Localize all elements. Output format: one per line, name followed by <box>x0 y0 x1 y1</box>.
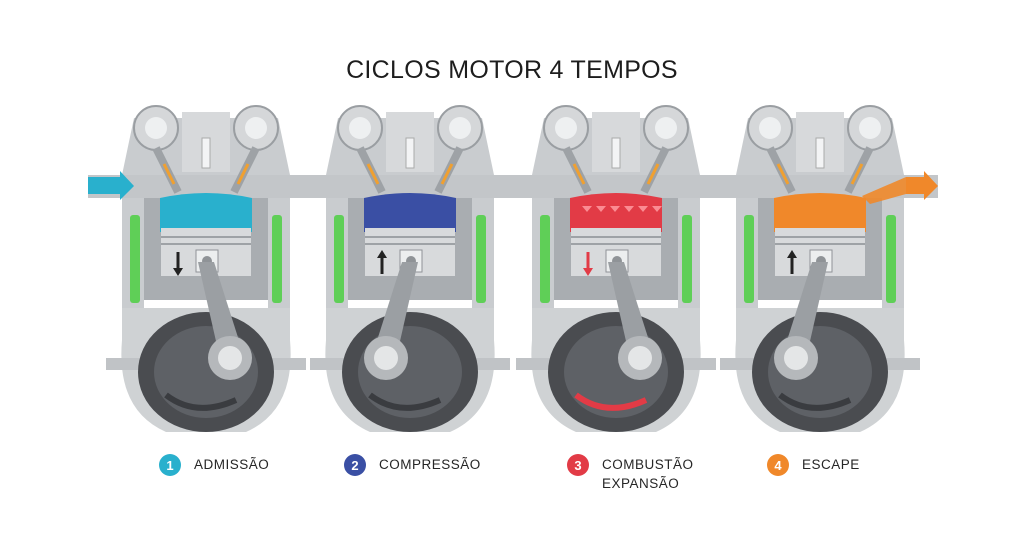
crankpin-bearing <box>628 346 652 370</box>
connecting-rod <box>784 262 828 350</box>
exhaust-flow-arrow <box>906 171 938 200</box>
combustion-pressure-mark <box>582 206 592 212</box>
combustion-pressure-mark <box>638 206 648 212</box>
crank-rotation-arrow <box>368 392 442 411</box>
head-flange <box>498 175 734 198</box>
cooling-jacket-left <box>744 215 754 303</box>
valve-spring <box>572 163 586 185</box>
crank-rotation-arrow <box>164 392 238 411</box>
legend-label: ADMISSÃO <box>194 457 270 472</box>
engine-cylinder-2 <box>292 105 528 432</box>
legend-item-combustion: 3 COMBUSTÃO EXPANSÃO <box>567 454 694 493</box>
valve-spring <box>162 163 176 185</box>
spark-plug <box>611 137 621 169</box>
legend-label: COMBUSTÃO <box>602 457 694 472</box>
combustion-pressure-mark <box>610 206 620 212</box>
spark-plug <box>201 137 211 169</box>
chamber-gas <box>570 193 662 232</box>
spark-plug <box>815 137 825 169</box>
camshaft-hub <box>145 117 167 139</box>
step-number-badge: 3 <box>567 454 589 476</box>
legend-label: ESCAPE <box>802 457 860 472</box>
diagram-title: CICLOS MOTOR 4 TEMPOS <box>346 56 678 84</box>
camshaft-hub <box>555 117 577 139</box>
cooling-jacket-right <box>476 215 486 303</box>
valve-spring <box>776 163 790 185</box>
chamber-gas <box>774 193 866 232</box>
arrow-head <box>173 268 183 276</box>
arrow-head <box>377 250 387 258</box>
valve-spring <box>366 163 380 185</box>
camshaft-hub <box>859 117 881 139</box>
cooling-jacket-left <box>130 215 140 303</box>
legend-label: COMPRESSÃO <box>379 457 481 472</box>
legend-item-compression: 2 COMPRESSÃO <box>344 454 481 476</box>
engine-cylinder-4 <box>702 105 938 432</box>
step-number-badge: 1 <box>159 454 181 476</box>
intake-flow-arrow <box>88 171 134 200</box>
legend-label-secondary: EXPANSÃO <box>602 476 680 491</box>
step-number-badge: 4 <box>767 454 789 476</box>
head-flange <box>88 175 324 198</box>
crankpin-bearing <box>784 346 808 370</box>
legend-item-intake: 1 ADMISSÃO <box>159 454 269 476</box>
engine-cylinder-3 <box>498 105 734 432</box>
connecting-rod <box>608 262 652 350</box>
camshaft-hub <box>245 117 267 139</box>
arrow-head <box>787 250 797 258</box>
crank-rotation-arrow <box>574 392 648 411</box>
chamber-gas <box>364 193 456 232</box>
crank-rotation-arrow <box>778 392 852 411</box>
head-flange <box>292 175 528 198</box>
connecting-rod <box>198 262 242 350</box>
chamber-gas <box>160 193 252 232</box>
cooling-jacket-left <box>540 215 550 303</box>
combustion-pressure-mark <box>596 206 606 212</box>
crankpin-bearing <box>374 346 398 370</box>
exhaust-gas-flow <box>862 177 906 204</box>
arrow-head <box>583 268 593 276</box>
crankpin-bearing <box>218 346 242 370</box>
connecting-rod <box>374 262 418 350</box>
valve-spring <box>440 163 454 185</box>
cooling-jacket-right <box>886 215 896 303</box>
valve-spring <box>850 163 864 185</box>
camshaft-hub <box>655 117 677 139</box>
combustion-pressure-mark <box>624 206 634 212</box>
engine-cylinder-1 <box>88 105 324 432</box>
cooling-jacket-right <box>272 215 282 303</box>
valve-spring <box>646 163 660 185</box>
camshaft-hub <box>449 117 471 139</box>
cooling-jacket-right <box>682 215 692 303</box>
spark-plug <box>405 137 415 169</box>
valve-spring <box>236 163 250 185</box>
legend-item-exhaust: 4 ESCAPE <box>767 454 860 476</box>
camshaft-hub <box>349 117 371 139</box>
combustion-pressure-mark <box>652 206 662 212</box>
cooling-jacket-left <box>334 215 344 303</box>
step-number-badge: 2 <box>344 454 366 476</box>
camshaft-hub <box>759 117 781 139</box>
